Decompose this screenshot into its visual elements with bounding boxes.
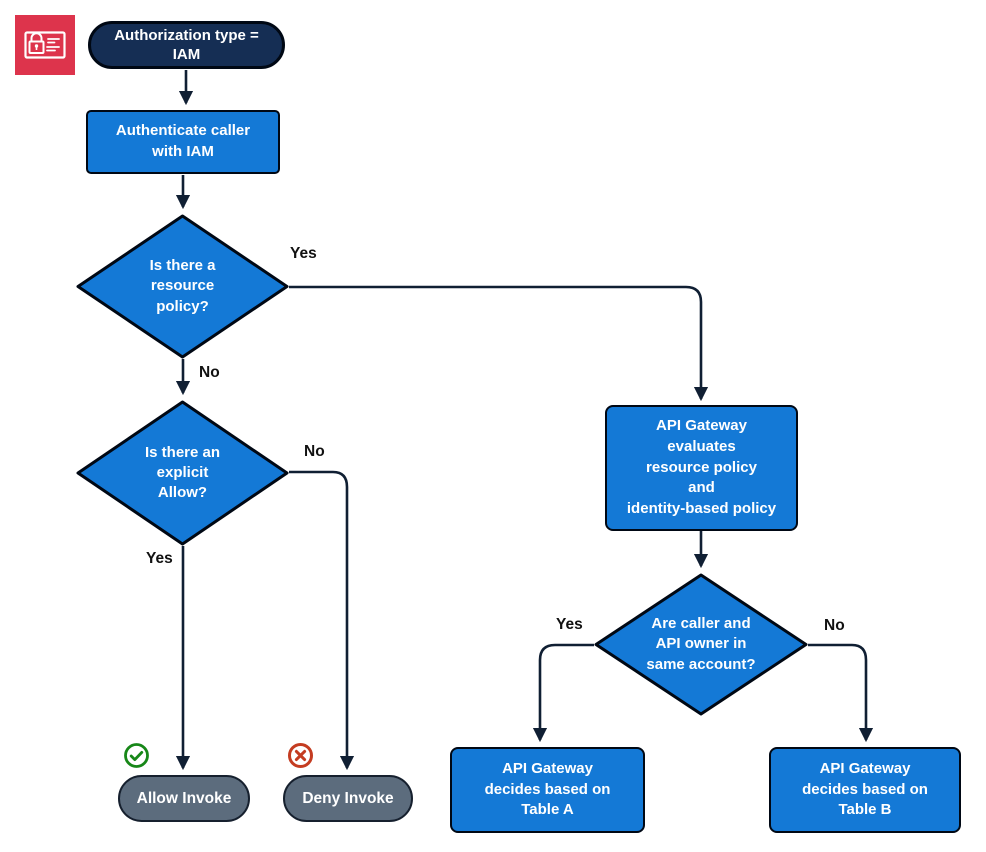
resource-policy-decision-label: Is there a resource policy?: [149, 257, 216, 315]
table-b-node-label: API Gateway decides based on Table B: [802, 759, 928, 819]
deny-invoke-node-label: Deny Invoke: [302, 789, 394, 807]
start-node: Authorization type = IAM: [88, 21, 285, 69]
edge-label-same-account-no: No: [824, 617, 845, 634]
edge-label-explicit-allow-yes: Yes: [146, 550, 173, 567]
table-a-node: API Gateway decides based on Table A: [450, 747, 645, 833]
edge-explicit-allow-no: [289, 470, 355, 771]
table-a-node-label: API Gateway decides based on Table A: [484, 759, 611, 819]
edge-label-same-account-yes: Yes: [556, 616, 583, 633]
authenticate-node: Authenticate caller with IAM: [86, 110, 280, 174]
same-account-decision: Are caller and API owner in same account…: [594, 573, 808, 716]
edge-label-resource-policy-no: No: [199, 364, 220, 381]
check-circle-icon: [123, 742, 150, 769]
evaluate-policies-node-label: API Gateway evaluates resource policy an…: [626, 417, 777, 518]
iam-icon: [15, 15, 75, 75]
allow-invoke-node-label: Allow Invoke: [136, 789, 232, 807]
table-b-node: API Gateway decides based on Table B: [769, 747, 961, 833]
edge-label-explicit-allow-no: No: [304, 443, 325, 460]
resource-policy-decision: Is there a resource policy?: [76, 214, 289, 359]
allow-invoke-node: Allow Invoke: [118, 775, 250, 822]
explicit-allow-decision-label: Is there an explicit Allow?: [144, 443, 221, 502]
same-account-decision-label: Are caller and API owner in same account…: [646, 615, 756, 673]
evaluate-policies-node: API Gateway evaluates resource policy an…: [605, 405, 798, 531]
authenticate-node-label: Authenticate caller with IAM: [115, 122, 251, 160]
x-circle-icon: [287, 742, 314, 769]
edge-same-account-yes: [532, 643, 594, 743]
edge-label-resource-policy-yes: Yes: [290, 245, 317, 262]
deny-invoke-node: Deny Invoke: [283, 775, 413, 822]
explicit-allow-decision: Is there an explicit Allow?: [76, 400, 289, 546]
edge-resource-policy-yes: [289, 285, 709, 402]
edge-same-account-no: [808, 643, 874, 743]
start-node-label: Authorization type = IAM: [114, 26, 259, 64]
